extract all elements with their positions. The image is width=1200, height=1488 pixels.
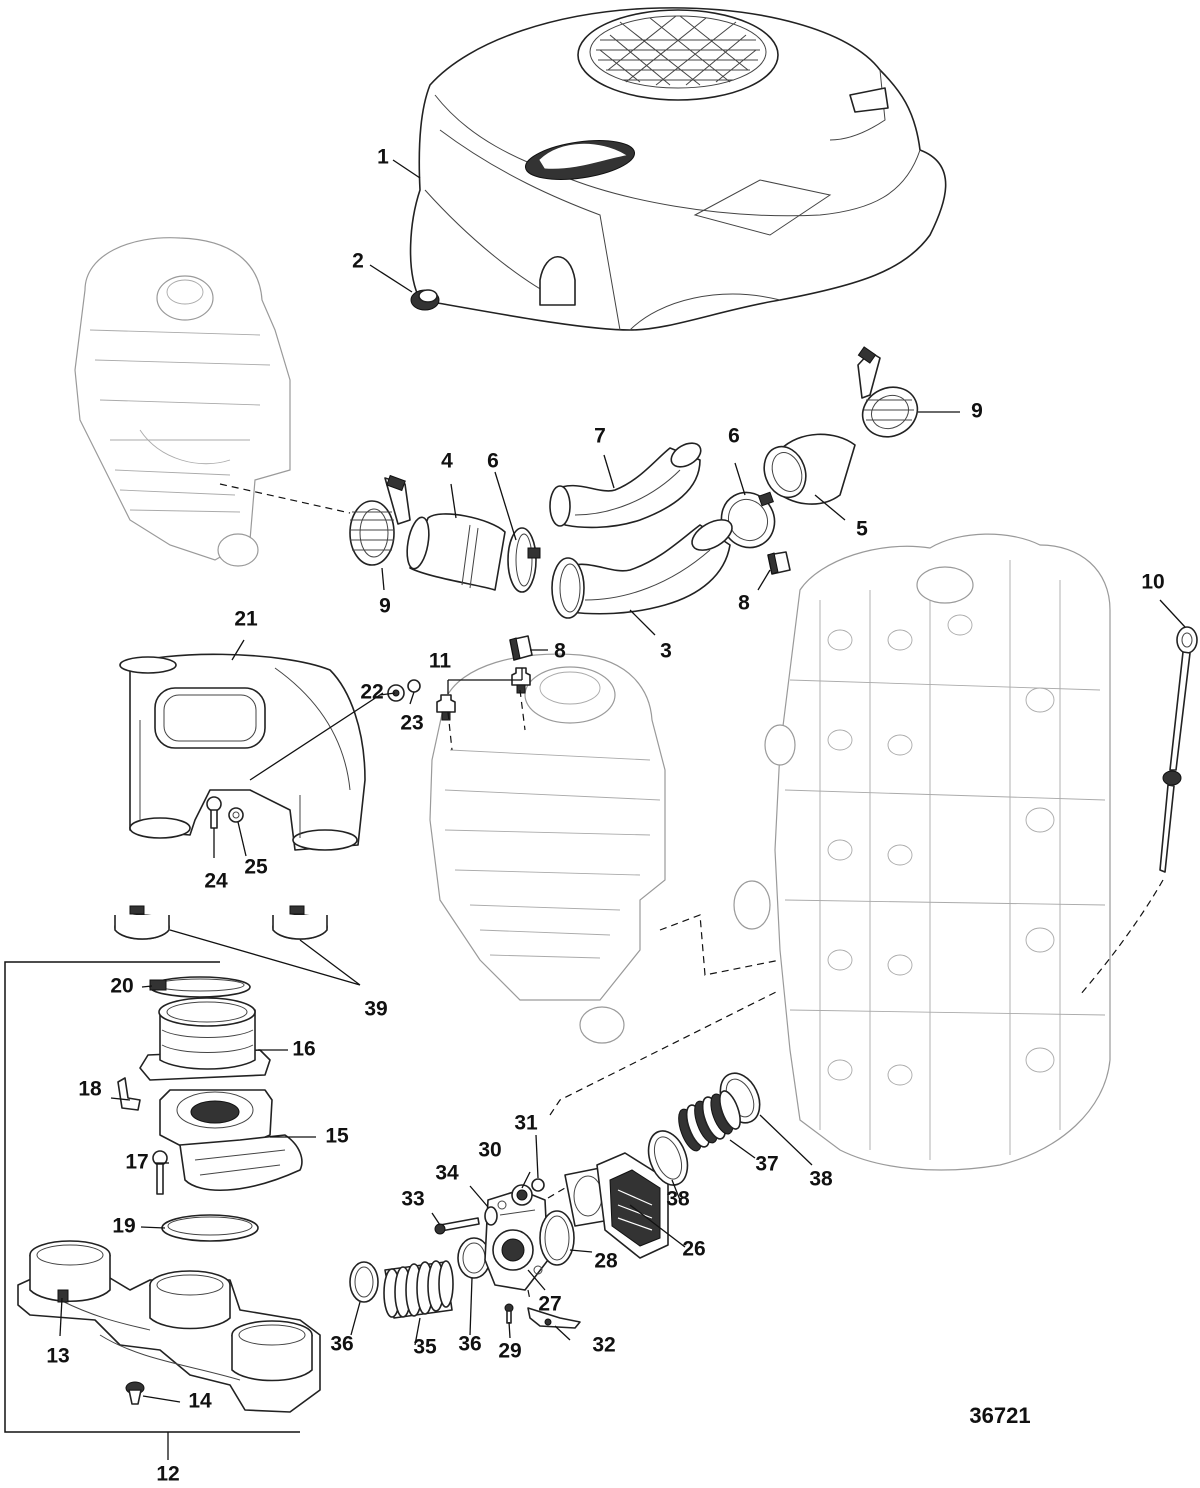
- part-9-hose-clamp-left: [349, 474, 411, 566]
- callout-11: 11: [429, 650, 452, 673]
- callout-29: 29: [498, 1340, 521, 1363]
- callout-36-right: 36: [458, 1333, 481, 1356]
- callout-36-left: 36: [330, 1333, 353, 1356]
- part-34-washer: [484, 1206, 498, 1226]
- part-30-seal: [511, 1184, 533, 1206]
- leader-lines: [59, 159, 1186, 1460]
- part-27-idle-air-housing: [484, 1189, 549, 1291]
- callout-39: 39: [364, 998, 387, 1021]
- part-19-o-ring: [161, 1214, 259, 1242]
- part-3-elbow-hose-lower: [551, 519, 733, 619]
- callout-19: 19: [112, 1215, 135, 1238]
- callout-25: 25: [244, 856, 268, 879]
- part-20-clamp: [149, 976, 251, 998]
- callout-27: 27: [538, 1293, 561, 1316]
- part-4-coupler-hose: [406, 513, 506, 591]
- part-8-clip-left: [509, 635, 533, 661]
- engine-assembly-background-top: [74, 237, 291, 567]
- part-28-o-ring: [539, 1210, 575, 1266]
- part-35-bellows-hose: [383, 1260, 454, 1319]
- callout-20: 20: [110, 975, 133, 998]
- callout-labels: 1 2 3 4 5 6 6 7 8 8 9 9 10 11 12 13 14 1…: [46, 146, 1164, 1486]
- callout-1: 1: [377, 146, 389, 169]
- part-17-screw: [152, 1150, 168, 1195]
- figure-number: 36721: [969, 1403, 1030, 1428]
- part-7-elbow-hose-upper: [549, 442, 702, 529]
- part-1-top-cover: [409, 7, 947, 331]
- part-14-plug: [125, 1381, 145, 1405]
- callout-35: 35: [413, 1336, 437, 1359]
- part-6-clamp-right: [720, 491, 776, 549]
- callout-34: 34: [435, 1162, 459, 1185]
- callout-30: 30: [478, 1139, 501, 1162]
- part-2-grommet: [410, 289, 440, 311]
- part-21-air-plenum: [119, 653, 366, 851]
- callout-8-right: 8: [738, 592, 750, 615]
- part-11-fittings: [436, 667, 531, 721]
- callout-15: 15: [325, 1125, 349, 1148]
- callout-21: 21: [234, 608, 258, 631]
- part-16-adaptor: [139, 997, 271, 1081]
- callout-3: 3: [660, 640, 672, 663]
- part-37-bellows: [678, 1090, 741, 1152]
- callout-31: 31: [514, 1112, 538, 1135]
- callout-7: 7: [594, 425, 606, 448]
- callout-9-right: 9: [971, 400, 983, 423]
- callout-12: 12: [156, 1463, 179, 1486]
- part-26-electronic-throttle-body: [564, 1152, 669, 1259]
- callout-33: 33: [401, 1188, 424, 1211]
- callout-38-right: 38: [809, 1168, 833, 1191]
- part-23-washer: [407, 679, 421, 693]
- callout-4: 4: [441, 450, 453, 473]
- callout-28: 28: [594, 1250, 618, 1273]
- callout-23: 23: [400, 712, 423, 735]
- part-13-intake-manifold: [17, 1240, 321, 1413]
- assembly-dashed-lines: [219, 483, 1164, 1301]
- callout-22: 22: [360, 681, 383, 704]
- callout-5: 5: [856, 518, 868, 541]
- part-32-bracket: [527, 1307, 581, 1329]
- callout-13: 13: [46, 1345, 69, 1368]
- callout-2: 2: [352, 250, 364, 273]
- callout-8-left: 8: [554, 640, 566, 663]
- part-24-screw: [206, 796, 222, 829]
- callout-37: 37: [755, 1153, 778, 1176]
- callout-17: 17: [125, 1151, 148, 1174]
- part-15-throttle-body: [159, 1089, 303, 1192]
- part-9-hose-clamp-right: [857, 346, 919, 438]
- part-39-clamp-left: [114, 905, 170, 940]
- part-38-clamp-left: [647, 1130, 689, 1186]
- callout-18: 18: [78, 1078, 102, 1101]
- part-10-dipstick: [1159, 626, 1198, 873]
- callout-32: 32: [592, 1334, 615, 1357]
- engine-assembly-background-middle: [429, 653, 666, 1044]
- callout-14: 14: [188, 1390, 212, 1413]
- part-25-washer: [228, 807, 244, 823]
- part-31-washer: [531, 1178, 545, 1192]
- callout-38-left: 38: [666, 1188, 690, 1211]
- cover-grille: [596, 15, 760, 86]
- part-6-clamp-left: [507, 527, 541, 593]
- part-8-clip-right: [767, 551, 791, 575]
- part-5-straight-coupler: [763, 433, 856, 505]
- callout-9-left: 9: [379, 595, 391, 618]
- callout-6-right: 6: [728, 425, 740, 448]
- callout-24: 24: [204, 870, 228, 893]
- part-18-bracket: [117, 1077, 141, 1111]
- assembly-12-bracket: [4, 961, 300, 1433]
- part-39-clamp-right: [272, 905, 328, 940]
- callout-26: 26: [682, 1238, 705, 1261]
- part-29-screw: [504, 1303, 514, 1324]
- callout-10: 10: [1141, 571, 1164, 594]
- callout-16: 16: [292, 1038, 315, 1061]
- part-36-clamp-left: [349, 1261, 379, 1303]
- part-22-nut: [387, 684, 405, 702]
- cylinder-block-background: [733, 533, 1111, 1171]
- part-33-screw: [434, 1217, 480, 1235]
- callout-6-left: 6: [487, 450, 499, 473]
